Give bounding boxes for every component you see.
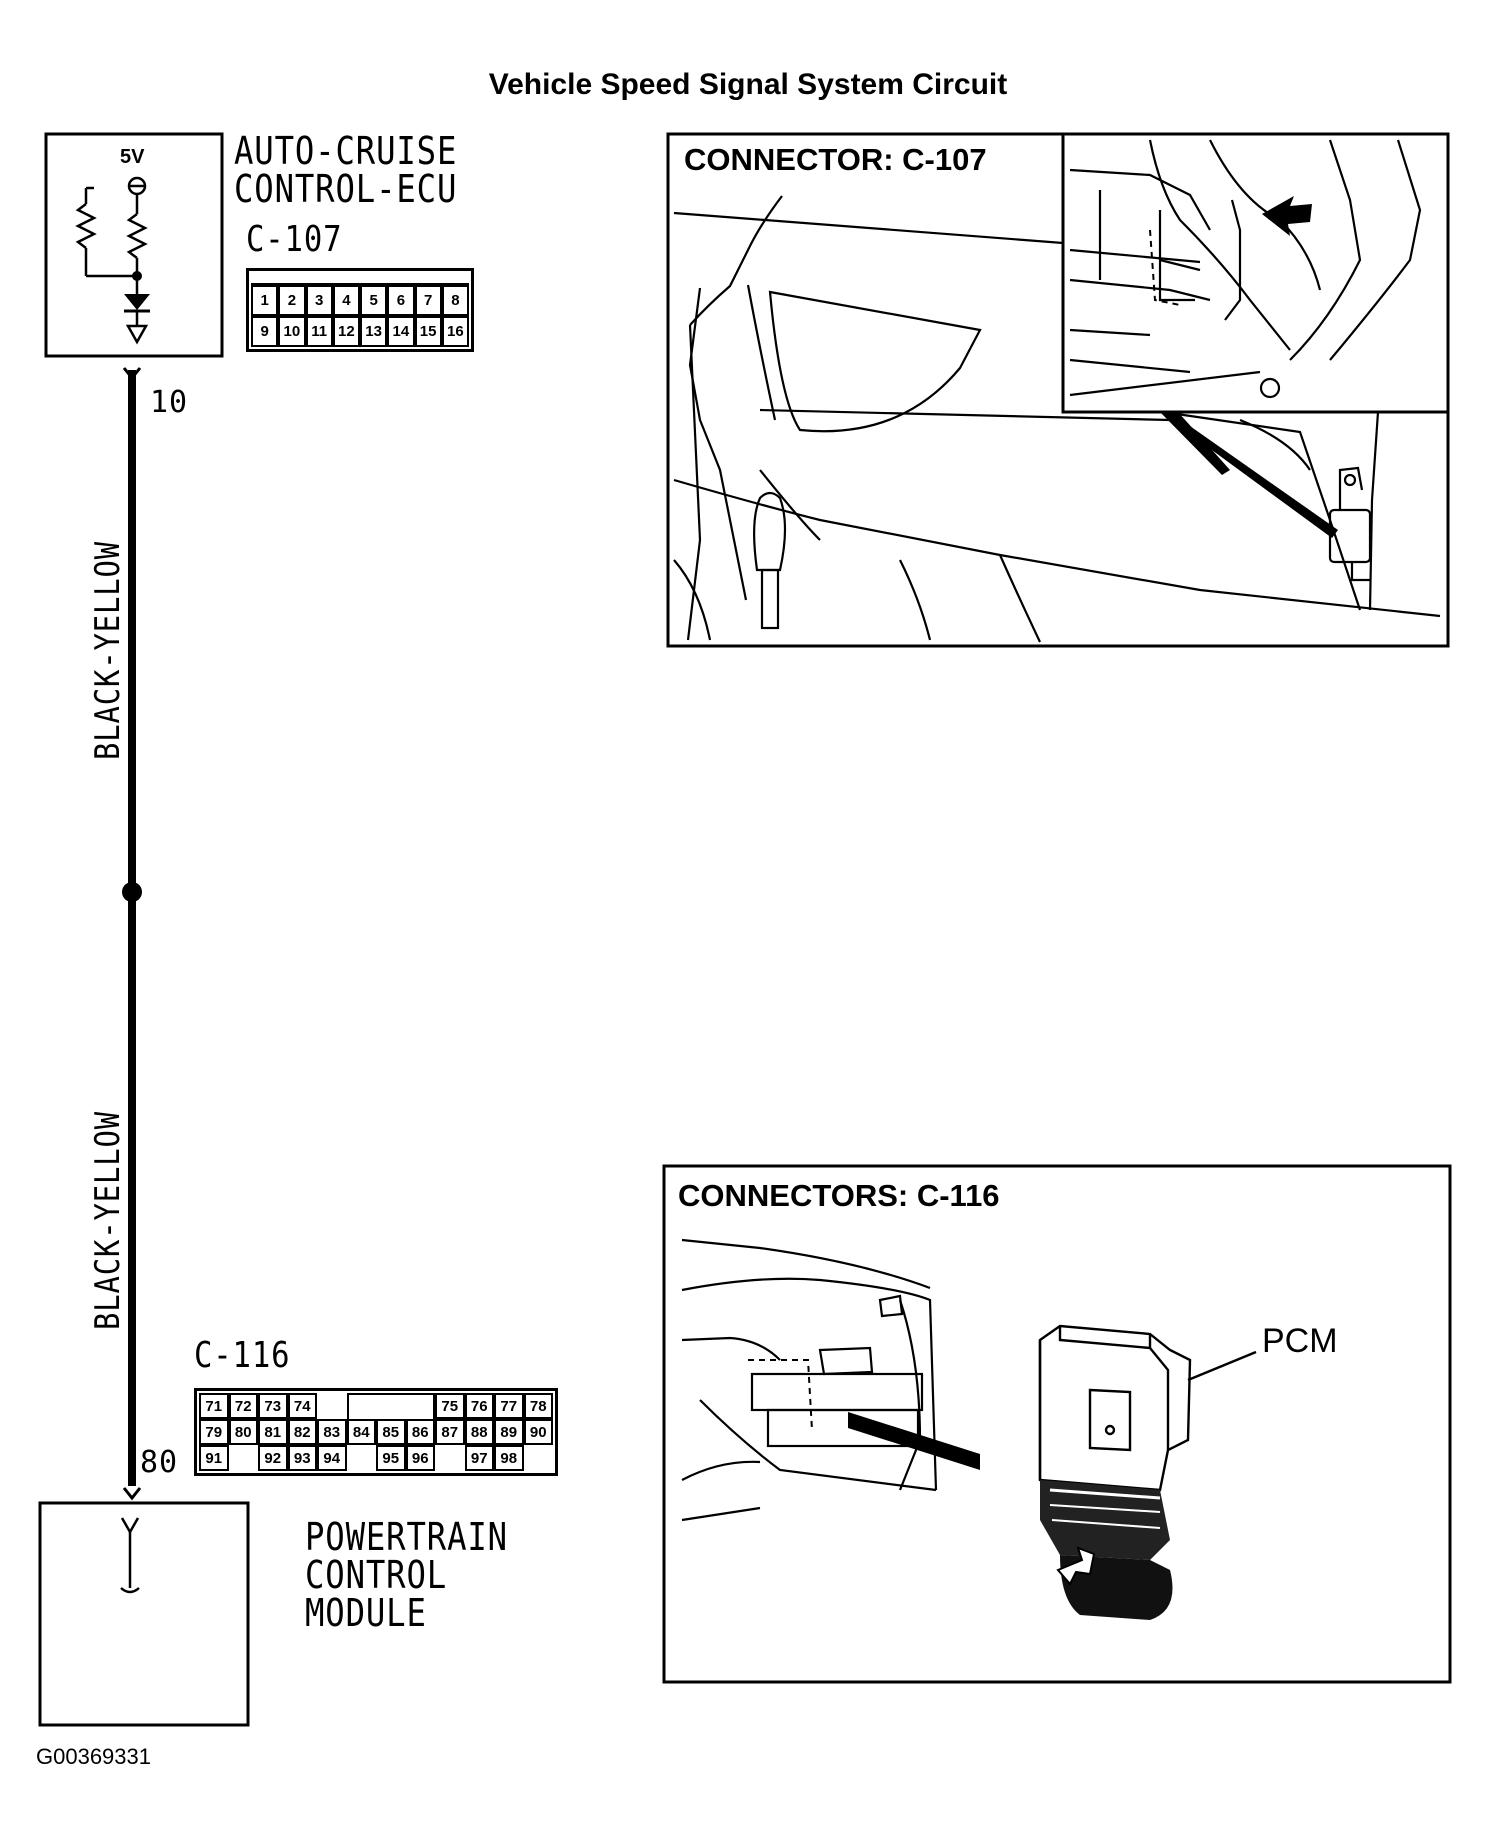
inset-illustration	[1069, 139, 1422, 399]
c107-pin: 3	[305, 285, 333, 316]
input-icon	[120, 1517, 140, 1535]
connector-latch	[251, 273, 469, 285]
connector-c107-icon	[1328, 466, 1372, 582]
pcm-box	[38, 1501, 250, 1727]
c116-pin: 86	[405, 1419, 435, 1445]
c116-pin: 87	[435, 1419, 465, 1445]
c116-pin: 94	[317, 1445, 347, 1471]
arrow-icon	[1056, 1546, 1096, 1586]
diode-icon	[124, 294, 150, 310]
glovebox-illustration	[681, 1238, 938, 1522]
c107-pin: 1	[251, 285, 279, 316]
wire-color-lower: BLACK-YELLOW	[88, 1111, 128, 1330]
c107-pin: 11	[305, 316, 333, 347]
c116-pin: 78	[523, 1393, 553, 1419]
c116-pin	[435, 1445, 465, 1471]
c116-pin: 91	[199, 1445, 229, 1471]
panel-c107-title: CONNECTOR: C-107	[684, 142, 987, 177]
c116-pin: 98	[494, 1445, 524, 1471]
voltage-label: 5V	[120, 146, 145, 168]
pcm-unit-icon	[1038, 1324, 1192, 1492]
ground-icon	[125, 324, 149, 345]
ecu-name-line1: AUTO-CRUISE	[234, 129, 458, 173]
c116-pin: 73	[258, 1393, 288, 1419]
c116-pin: 84	[346, 1419, 376, 1445]
c116-pin	[228, 1445, 258, 1471]
c107-pin: 8	[441, 285, 469, 316]
shift-lever-icon	[753, 491, 787, 630]
c116-pin: 76	[464, 1393, 494, 1419]
pcm-name: POWERTRAIN CONTROL MODULE	[305, 1518, 508, 1632]
diagram-title: Vehicle Speed Signal System Circuit	[488, 68, 1008, 101]
c116-pin: 85	[376, 1419, 406, 1445]
c107-pin: 9	[251, 316, 279, 347]
c116-pin: 96	[405, 1445, 435, 1471]
splice-icon	[122, 882, 142, 902]
resistor-icon	[126, 213, 148, 259]
c116-pin: 74	[287, 1393, 317, 1419]
pcm-name-line1: POWERTRAIN	[305, 1515, 508, 1559]
c107-pin: 5	[360, 285, 388, 316]
pcm-callout-leader	[1187, 1350, 1257, 1382]
c116-pin: 72	[228, 1393, 258, 1419]
c116-pin: 88	[464, 1419, 494, 1445]
c116-pin: 92	[258, 1445, 288, 1471]
c116-pin: 82	[287, 1419, 317, 1445]
panel-c116-title: CONNECTORS: C-116	[678, 1178, 1000, 1213]
c116-pin: 97	[464, 1445, 494, 1471]
c107-pin: 10	[278, 316, 306, 347]
c116-pin: 79	[199, 1419, 229, 1445]
c116-pin: 81	[258, 1419, 288, 1445]
dashboard-illustration	[673, 195, 1441, 643]
ecu-wire-pin: 10	[150, 385, 189, 420]
c116-pin: 80	[228, 1419, 258, 1445]
c116-pin: 90	[523, 1419, 553, 1445]
connector-c107-label: C-107	[246, 219, 343, 260]
c107-pin: 4	[332, 285, 360, 316]
resistor-icon	[75, 203, 97, 249]
pcm-harness-icon	[1040, 1480, 1173, 1620]
terminal-icon	[122, 1487, 142, 1501]
figure-id: G00369331	[36, 1744, 151, 1769]
c116-pin: 83	[317, 1419, 347, 1445]
connector-c116-label: C-116	[194, 1335, 291, 1376]
c116-pin: 89	[494, 1419, 524, 1445]
pcm-name-line2: CONTROL	[305, 1553, 448, 1597]
pcm-wire-pin: 80	[140, 1445, 179, 1480]
arrow-icon	[1262, 196, 1312, 236]
panel-c116-frame	[662, 1164, 1452, 1684]
ecu-name-line2: CONTROL-ECU	[234, 167, 458, 211]
ecu-name: AUTO-CRUISE CONTROL-ECU	[234, 132, 457, 208]
c107-pin: 2	[278, 285, 306, 316]
c116-pin: 75	[435, 1393, 465, 1419]
c116-pin: 93	[287, 1445, 317, 1471]
inset-frame	[1061, 132, 1450, 414]
c107-pin: 15	[414, 316, 442, 347]
c116-pin: 77	[494, 1393, 524, 1419]
c107-pin: 12	[332, 316, 360, 347]
pcm-callout-label: PCM	[1262, 1322, 1338, 1360]
c116-pin	[317, 1393, 347, 1419]
c107-pin: 13	[360, 316, 388, 347]
c107-pin: 7	[414, 285, 442, 316]
pointer-wedge	[848, 1412, 980, 1470]
c116-pin	[346, 1445, 376, 1471]
c107-pin: 16	[441, 316, 469, 347]
c116-pin: 95	[376, 1445, 406, 1471]
c107-pin: 14	[387, 316, 415, 347]
c107-pin: 6	[387, 285, 415, 316]
c116-keyway	[346, 1393, 435, 1419]
wire-color-upper: BLACK-YELLOW	[88, 541, 128, 760]
pcm-name-line3: MODULE	[305, 1591, 427, 1635]
ecu-box	[44, 132, 224, 358]
c116-pin: 71	[199, 1393, 229, 1419]
